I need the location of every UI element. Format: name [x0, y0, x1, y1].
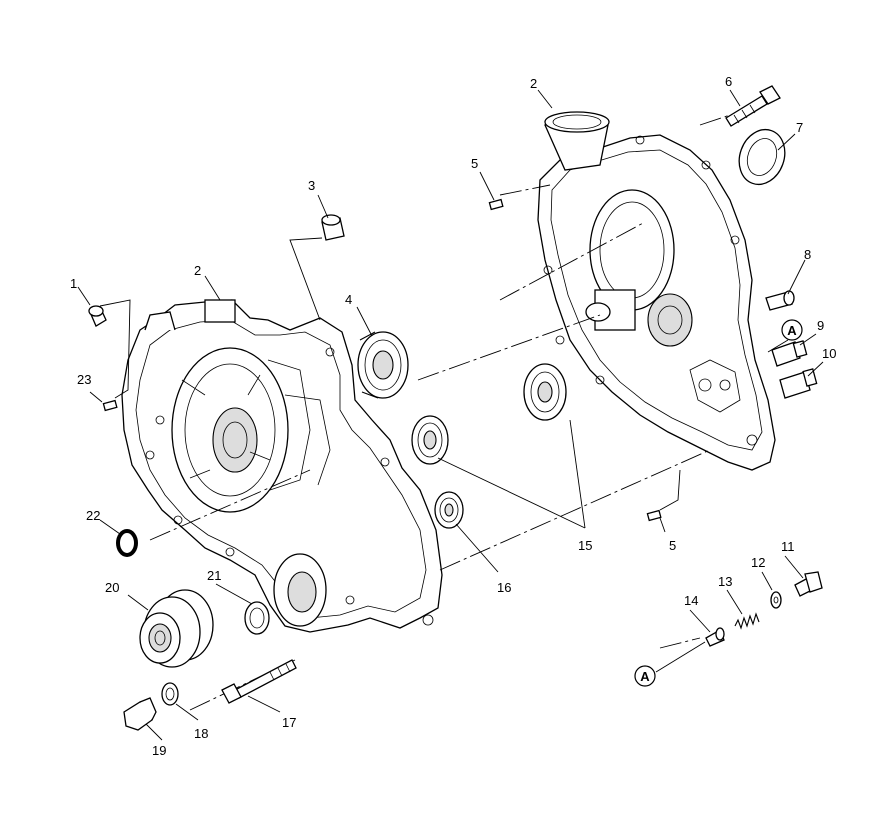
part-1-dowel [88, 305, 107, 327]
part-12-washer [770, 591, 782, 609]
callout-5-bottom: 5 [669, 538, 676, 553]
callout-6: 6 [725, 74, 732, 89]
callout-2-right: 2 [530, 76, 537, 91]
svg-text:A: A [640, 669, 650, 684]
part-14-plunger [705, 627, 725, 647]
leader-lines [77, 89, 824, 741]
callout-1: 1 [70, 276, 77, 291]
callout-18: 18 [194, 726, 208, 741]
callout-labels: 1 2 3 4 23 22 20 21 19 18 17 16 15 5 5 2… [70, 74, 836, 758]
callout-7: 7 [796, 120, 803, 135]
part-22-o-ring [116, 529, 138, 557]
callout-15: 15 [578, 538, 592, 553]
callout-14: 14 [684, 593, 698, 608]
part-17-bolt [221, 659, 297, 704]
callout-13: 13 [718, 574, 732, 589]
callout-12: 12 [751, 555, 765, 570]
callout-8: 8 [804, 247, 811, 262]
part-20-filter [139, 589, 214, 668]
part-18-washer [161, 682, 179, 706]
right-crankcase-half [537, 111, 776, 471]
callout-11: 11 [781, 539, 795, 554]
part-5-pin-lower [646, 509, 662, 522]
callout-20: 20 [105, 580, 119, 595]
part-21-seal [244, 601, 270, 635]
part-15-bearing-left [411, 415, 449, 465]
part-15-bearing-right [523, 363, 567, 421]
callout-5-top: 5 [471, 156, 478, 171]
callout-3: 3 [308, 178, 315, 193]
callout-21: 21 [207, 568, 221, 583]
callout-9: 9 [817, 318, 824, 333]
left-crankcase-half [121, 299, 443, 633]
part-13-spring [734, 612, 760, 630]
part-9-fitting [771, 340, 808, 367]
callout-2-left: 2 [194, 263, 201, 278]
callout-23: 23 [77, 372, 91, 387]
part-11-plug [794, 571, 823, 597]
part-8-dowel [765, 290, 795, 311]
callout-17: 17 [282, 715, 296, 730]
part-6-bolt [725, 85, 781, 127]
part-7-seal [738, 128, 786, 186]
part-19-drain-plug [123, 697, 157, 731]
callout-19: 19 [152, 743, 166, 758]
part-10-fitting [779, 368, 818, 399]
callout-16: 16 [497, 580, 511, 595]
part-5-pin-upper [488, 198, 504, 211]
callout-10: 10 [822, 346, 836, 361]
part-23-pin [102, 399, 118, 412]
part-3-dowel [321, 214, 345, 241]
part-16-bearing [434, 491, 464, 529]
reference-marker-a-lower: A [634, 665, 656, 687]
svg-text:A: A [787, 323, 797, 338]
callout-22: 22 [86, 508, 100, 523]
part-4-bearing [357, 331, 409, 399]
callout-4: 4 [345, 292, 352, 307]
reference-marker-a-upper: A [781, 319, 803, 341]
